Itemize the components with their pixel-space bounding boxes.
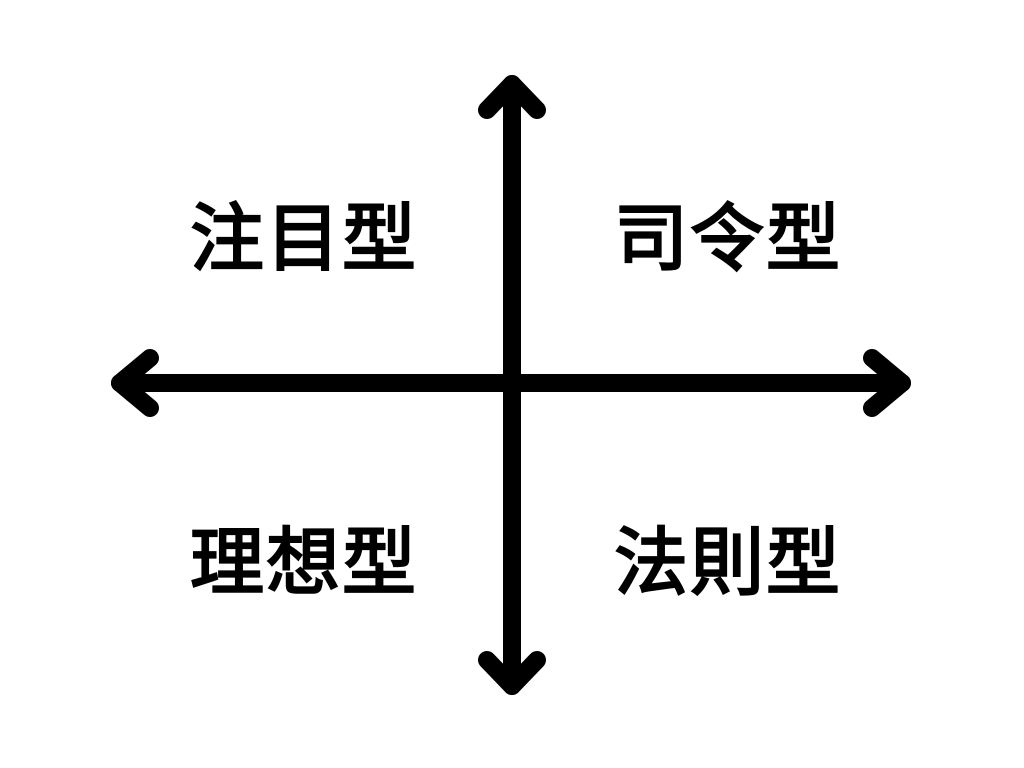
right-arrowhead bbox=[863, 349, 911, 417]
down-arrowhead bbox=[478, 651, 546, 695]
quadrant-label-top-left: 注目型 bbox=[190, 196, 418, 282]
quadrant-label-bottom-right: 法則型 bbox=[614, 520, 842, 606]
left-arrowhead bbox=[111, 349, 159, 417]
quadrant-label-bottom-left: 理想型 bbox=[190, 520, 418, 606]
quadrant-label-top-right: 司令型 bbox=[614, 196, 842, 282]
up-arrowhead bbox=[478, 75, 546, 119]
